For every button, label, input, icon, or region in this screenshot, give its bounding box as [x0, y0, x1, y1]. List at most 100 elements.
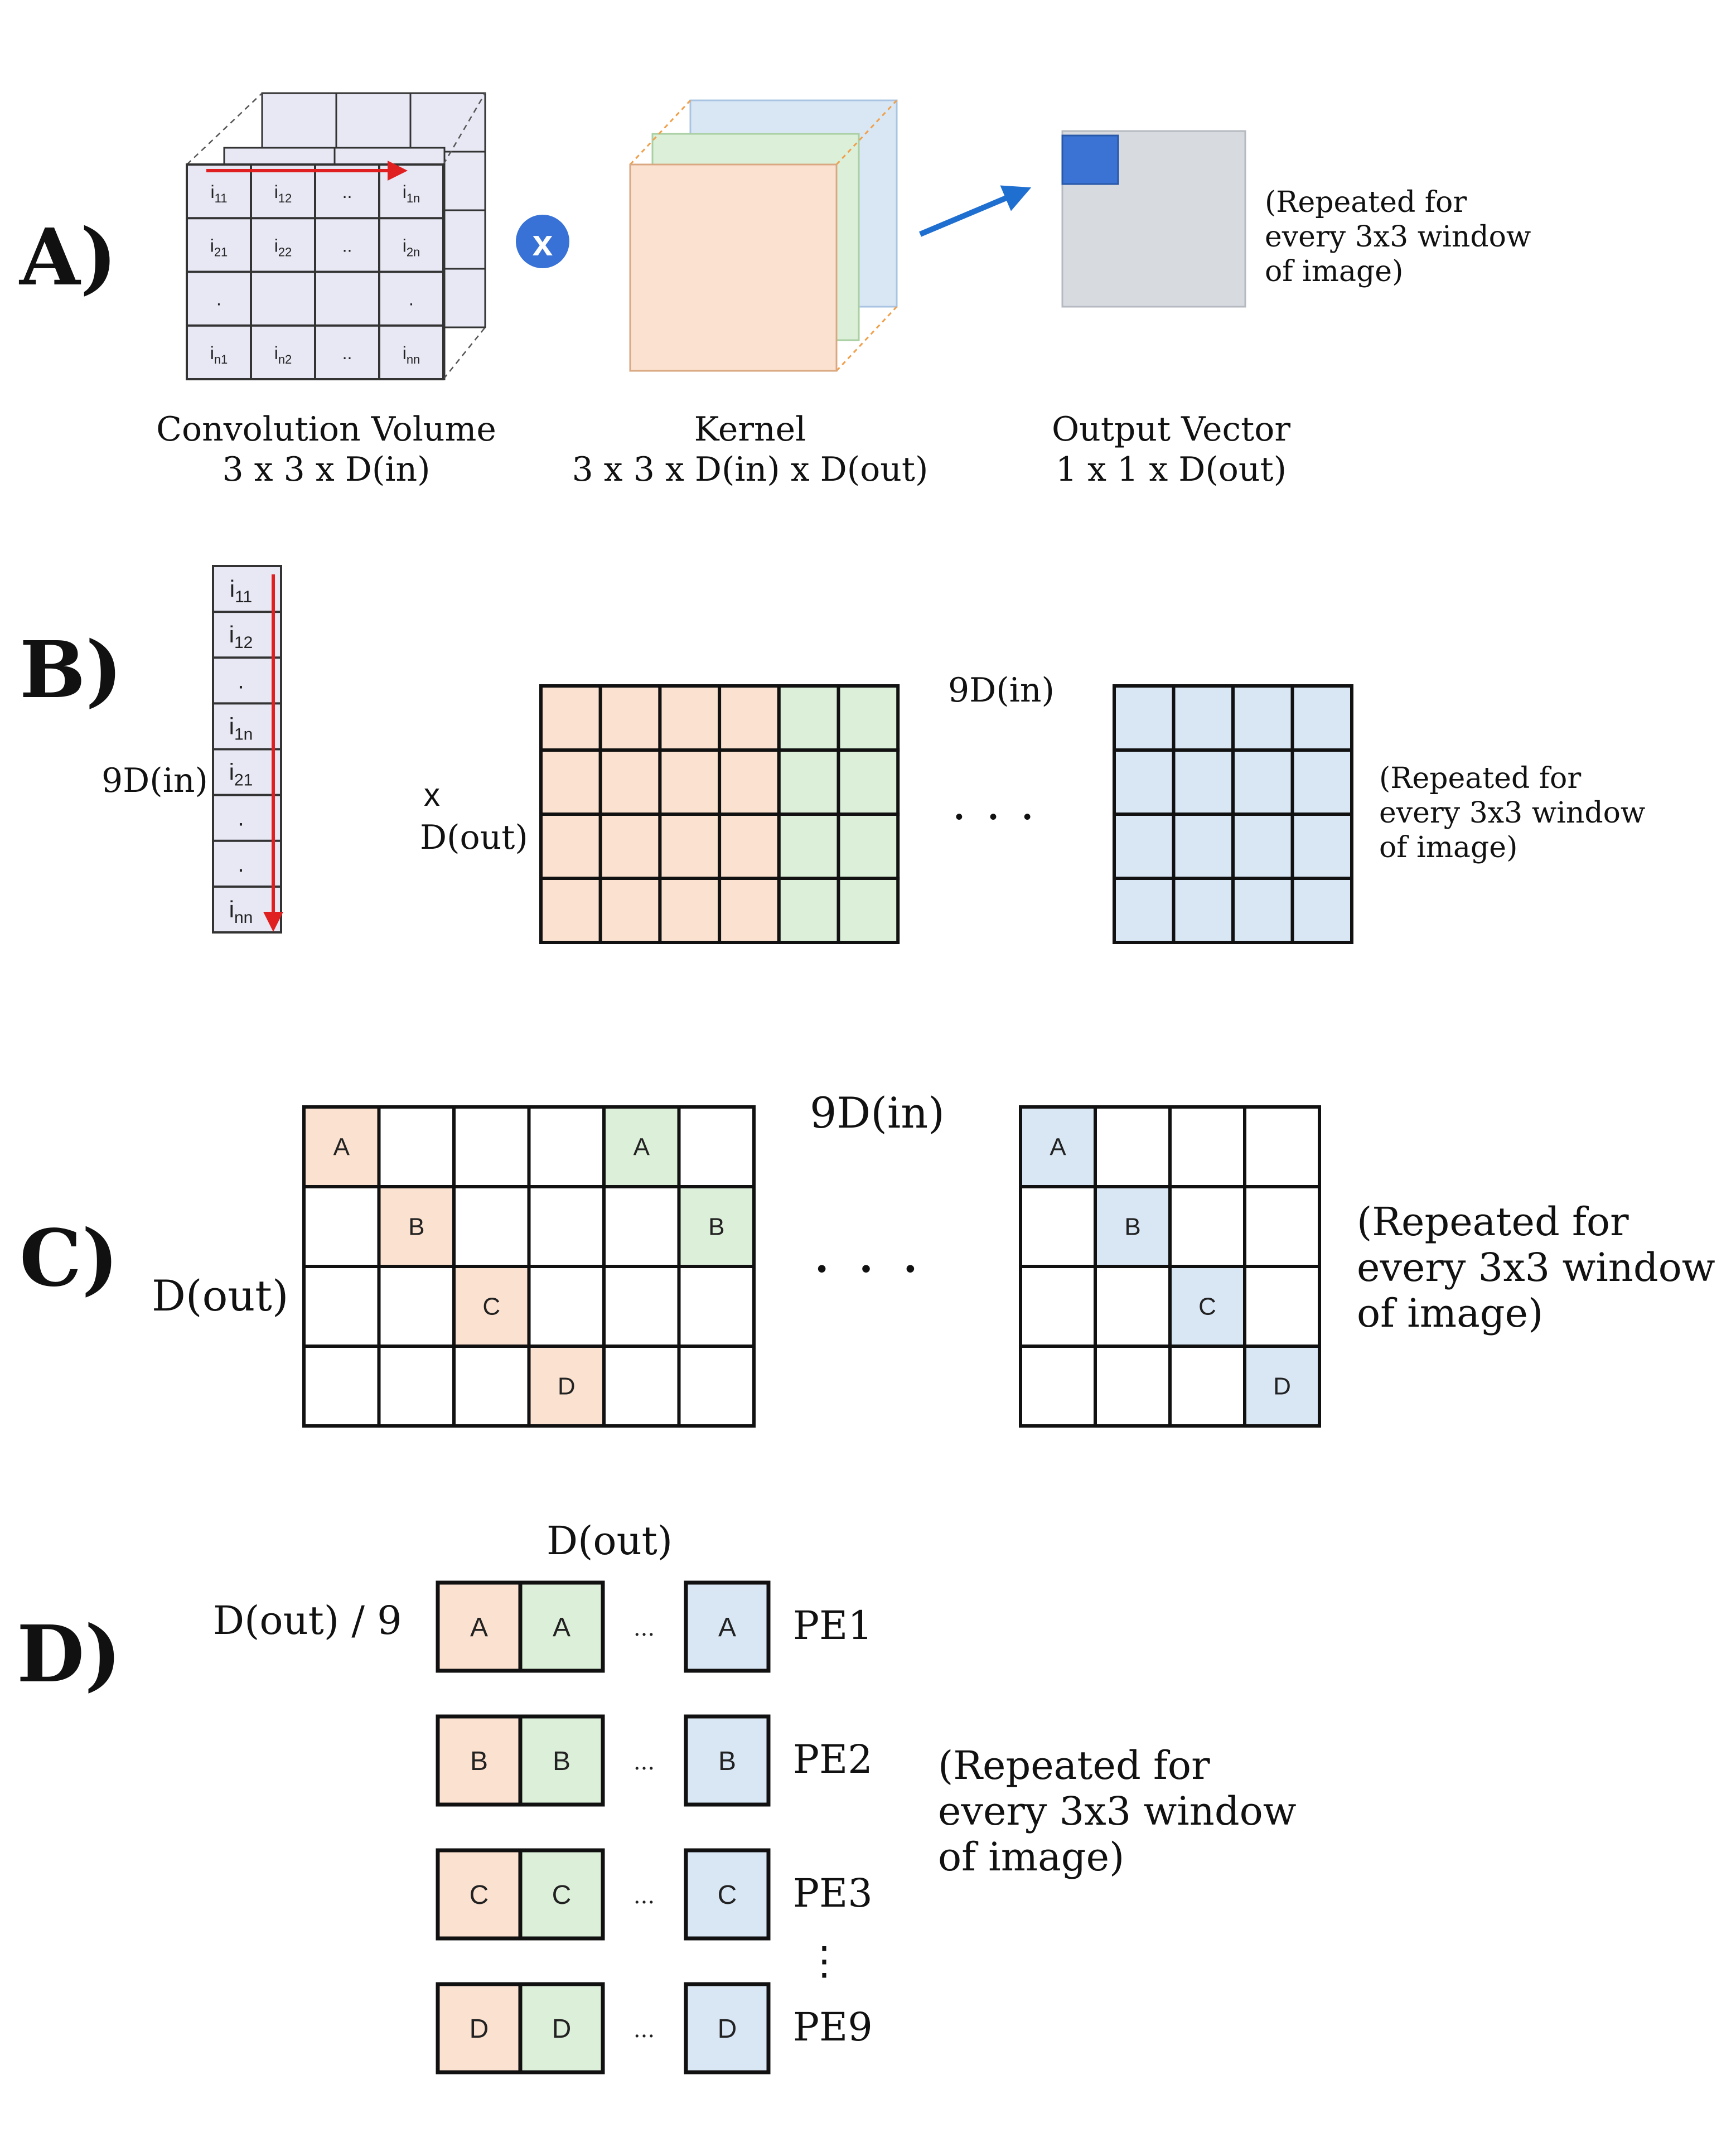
matrix-cell [1172, 813, 1235, 880]
matrix-cell [539, 813, 602, 880]
pe-cell [684, 1982, 771, 2074]
matrix-cell [602, 1345, 681, 1428]
matrix-cell [598, 748, 662, 816]
matrix-cell [777, 684, 840, 752]
panel-c-label: C) [20, 1213, 119, 1304]
kernel-title: Kernel [694, 410, 806, 449]
cube-cell-label: . [409, 289, 414, 309]
b-top-label: 9D(in) [948, 671, 1055, 710]
cube-cell-label: .. [342, 343, 352, 363]
matrix-cell [1290, 813, 1353, 880]
matrix-cell [377, 1345, 456, 1428]
matrix-cell [602, 1185, 681, 1268]
matrix-cell [598, 684, 662, 752]
pe-cell [684, 1848, 771, 1941]
matrix-cell [452, 1265, 531, 1348]
panel-a-label: A) [18, 212, 117, 303]
matrix-cell [302, 1185, 381, 1268]
b-multiply-symbol: x [424, 777, 440, 813]
cube-cell-label: . [216, 289, 221, 309]
output-arrow [919, 185, 1032, 237]
matrix-cell [452, 1345, 531, 1428]
pe-row-ellipsis: ... [634, 1749, 655, 1775]
matrix-cell [377, 1265, 456, 1348]
panel-b-label: B) [20, 625, 123, 716]
cube-cell-label: i1n [403, 182, 420, 205]
matrix-cell [377, 1105, 456, 1188]
cube-cell-label: i21 [210, 235, 228, 259]
matrix-cell [658, 877, 722, 944]
matrix-cell [539, 684, 602, 752]
matrix-cell [1113, 813, 1176, 880]
matrix-cell [1231, 684, 1294, 752]
matrix-cell-letter: D [1273, 1373, 1291, 1400]
cube-cell-label: i2n [403, 235, 420, 259]
d-left-label: D(out) / 9 [213, 1598, 402, 1643]
matrix-cell [836, 877, 900, 944]
matrix-cell [777, 877, 840, 944]
cube-cell-label: i22 [274, 235, 292, 259]
matrix-cell-letter: C [482, 1293, 500, 1321]
pe-cell [518, 1982, 605, 2074]
matrix-cell-letter: C [1198, 1293, 1216, 1321]
pe-cell-letter: D [718, 2014, 737, 2044]
pe-row-ellipsis: ... [634, 1883, 655, 1909]
matrix-cell [539, 877, 602, 944]
pe-cell-letter: C [470, 1880, 489, 1910]
pe-cell-letter: C [718, 1880, 737, 1910]
matrix-cell [658, 813, 722, 880]
output-title: Output Vector [1052, 410, 1290, 449]
pe-cell [518, 1848, 605, 1941]
matrix-cell [777, 748, 840, 816]
pe-cell [518, 1580, 605, 1673]
matrix-cell [1290, 748, 1353, 816]
matrix-cell [1168, 1185, 1246, 1268]
pe-cell [436, 1982, 523, 2074]
b-dout-label: D(out) [420, 818, 528, 857]
matrix-cell [836, 748, 900, 816]
column-cell-label: . [238, 850, 244, 877]
kernel-dims: 3 x 3 x D(in) x D(out) [572, 450, 929, 489]
matrix-cell [1113, 684, 1176, 752]
matrix-cell [1019, 1265, 1097, 1348]
conv-volume-title: Convolution Volume [156, 410, 496, 449]
kernel-stack [629, 99, 898, 372]
pe-cell [518, 1714, 605, 1807]
d-vertical-ellipsis: ⋮ [805, 1938, 844, 1984]
pe-cell [684, 1580, 771, 1673]
b-kernel-matrix-left [539, 684, 900, 944]
b-kernel-matrix-right [1113, 684, 1353, 944]
cube-cell-label: .. [342, 182, 352, 202]
pe-cell [436, 1714, 523, 1807]
pe-cell-letter: C [552, 1880, 572, 1910]
c-dout-label: D(out) [152, 1271, 288, 1321]
matrix-cell [1094, 1105, 1172, 1188]
multiply-icon: x [516, 215, 569, 268]
matrix-cell [1243, 1185, 1321, 1268]
matrix-cell [1243, 1345, 1321, 1428]
column-cell-label: i21 [229, 759, 253, 790]
matrix-cell [1094, 1345, 1172, 1428]
matrix-cell [658, 684, 722, 752]
panel-d-label: D) [17, 1609, 122, 1700]
matrix-cell [777, 813, 840, 880]
matrix-cell [1094, 1265, 1172, 1348]
pe-cell-letter: A [718, 1613, 736, 1642]
matrix-cell [302, 1345, 381, 1428]
b-ellipsis: • • • [955, 805, 1041, 829]
matrix-cell [527, 1185, 606, 1268]
d-top-label: D(out) [547, 1518, 673, 1564]
cube-cell-label: .. [342, 235, 352, 255]
matrix-cell-letter: B [1124, 1213, 1140, 1241]
matrix-cell [718, 877, 781, 944]
matrix-cell [836, 684, 900, 752]
matrix-cell [677, 1345, 756, 1428]
